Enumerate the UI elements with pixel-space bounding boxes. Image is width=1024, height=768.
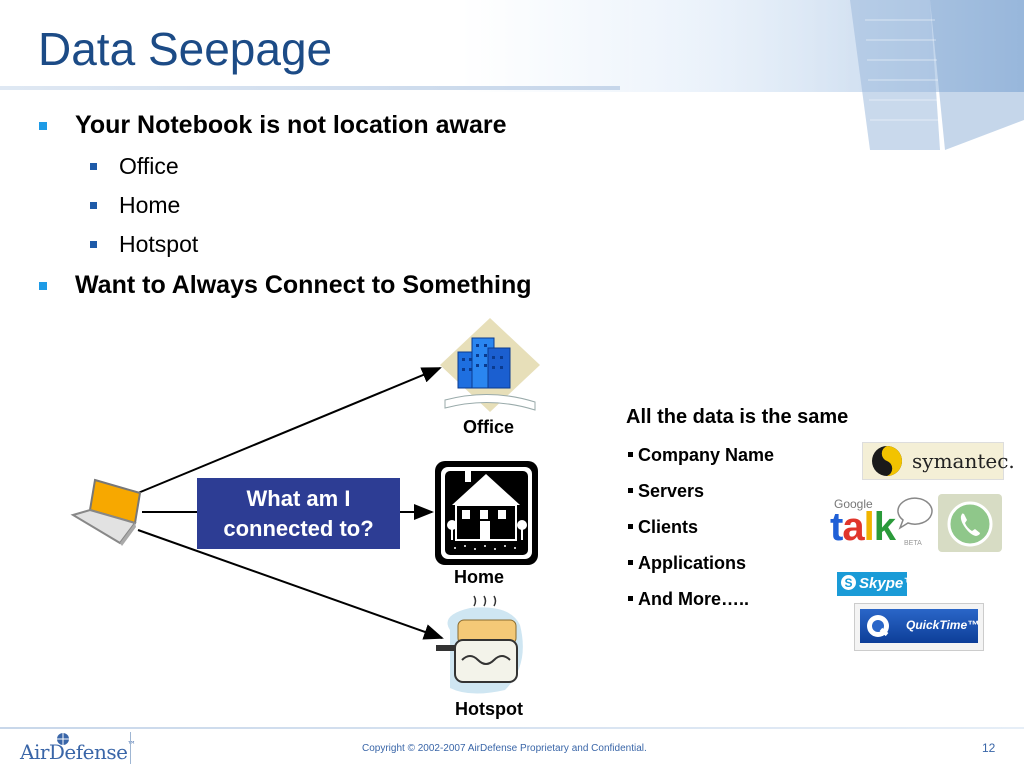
list-bullet [628, 596, 633, 601]
list-item-servers: Servers [638, 481, 705, 501]
sub-bullet-square [90, 163, 97, 170]
speech-bubble-icon [897, 497, 933, 530]
symantec-logo-text: symantec. [912, 449, 1015, 473]
bullet-location-aware: Your Notebook is not location aware [75, 111, 507, 139]
list-bullet [628, 560, 633, 565]
list-bullet [628, 452, 633, 457]
phone-icon [947, 501, 993, 547]
arrow-to-office [137, 367, 442, 494]
label-office: Office [463, 417, 515, 437]
trademark-mark: ™ [127, 740, 136, 749]
google-talk-logo: talk [830, 505, 896, 549]
sub-bullet-hotspot: Hotspot [119, 231, 199, 257]
laptop-icon [70, 478, 142, 546]
sub-bullet-square [90, 202, 97, 209]
footer-rule [0, 727, 1024, 729]
footer-divider [130, 732, 131, 764]
bullet-always-connect: Want to Always Connect to Something [75, 271, 532, 299]
house-icon [435, 461, 538, 565]
globe-icon [57, 733, 69, 745]
copyright-notice: Copyright © 2002-2007 AirDefense Proprie… [362, 743, 647, 754]
bullet-square [39, 282, 47, 290]
airdefense-logo-text: AirDefense [20, 740, 128, 764]
data-panel-heading: All the data is the same [626, 406, 849, 428]
quicktime-logo-text: QuickTime™ [906, 618, 980, 632]
sub-bullet-square [90, 241, 97, 248]
list-bullet [628, 488, 633, 493]
toaster-icon [436, 595, 523, 694]
bullet-square [39, 122, 47, 130]
sub-bullet-home: Home [119, 192, 181, 218]
symantec-mark-icon [872, 446, 902, 476]
label-home: Home [454, 567, 505, 587]
google-talk-beta: BETA [904, 540, 922, 547]
page-number: 12 [982, 741, 996, 755]
google-talk-logo-google: Google [834, 497, 873, 511]
footer [0, 727, 1024, 768]
arrow-to-hotspot [137, 529, 444, 640]
airdefense-logo: AirDefense™ [20, 740, 135, 764]
list-item-company-name: Company Name [638, 445, 775, 465]
office-building-icon [440, 318, 540, 412]
skype-logo-text: Skype™ [859, 575, 919, 592]
sub-bullet-office: Office [119, 153, 179, 179]
skype-logo: S Skype™ [837, 572, 918, 596]
slide-title: Data Seepage [38, 23, 333, 75]
title-underline [0, 86, 620, 90]
list-bullet [628, 524, 633, 529]
list-item-clients: Clients [638, 517, 699, 537]
quicktime-q-icon [867, 615, 889, 637]
label-hotspot: Hotspot [455, 699, 523, 719]
skyline-image [600, 0, 1024, 150]
list-item-and-more: And More….. [638, 589, 749, 609]
list-item-applications: Applications [638, 553, 747, 573]
